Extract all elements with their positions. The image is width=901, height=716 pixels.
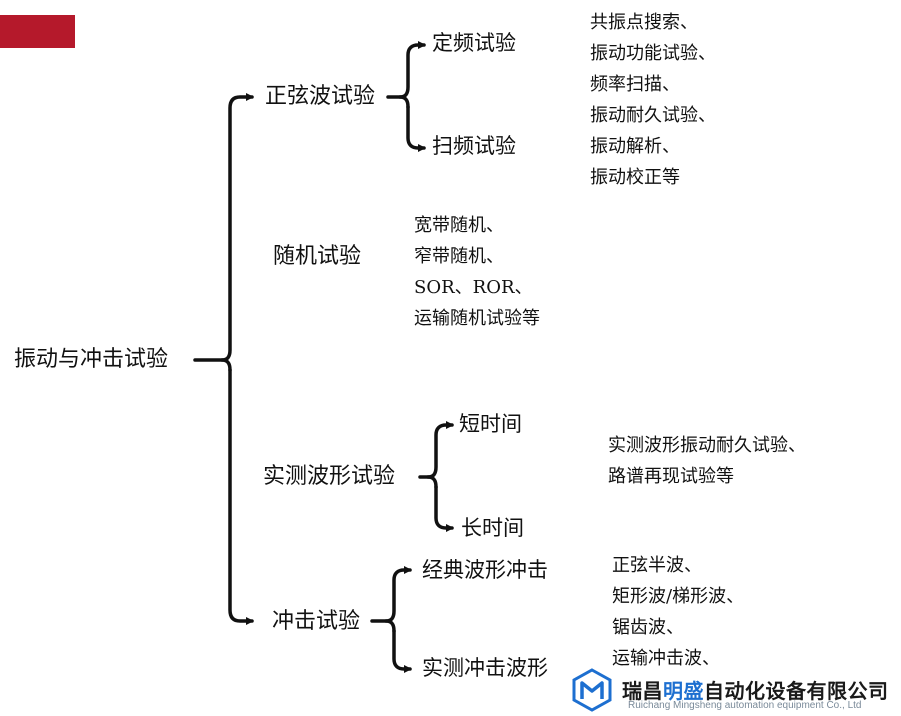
sub-short-label: 短时间: [459, 412, 522, 436]
note-shock: 正弦半波、 矩形波/梯形波、 锯齿波、 运输冲击波、: [612, 550, 744, 674]
company-name-highlight: 明盛: [663, 679, 704, 703]
sub-sweep-label: 扫频试验: [432, 134, 516, 158]
sub-classic-label: 经典波形冲击: [422, 558, 548, 582]
note-line: 宽带随机、: [414, 215, 504, 236]
main-bracket: [193, 93, 254, 362]
sub-fixed-label: 定频试验: [432, 31, 516, 55]
note-line: 实测波形振动耐久试验、: [608, 435, 806, 456]
note-line: 窄带随机、: [414, 246, 504, 267]
note-line: 振动功能试验、: [590, 43, 716, 64]
company-name-cn: 瑞昌明盛自动化设备有限公司: [622, 675, 889, 704]
company-name-suffix: 自动化设备有限公司: [704, 679, 889, 703]
sub-long-label: 长时间: [461, 516, 524, 540]
note-line: 振动解析、: [590, 136, 680, 157]
note-line: 振动校正等: [590, 167, 680, 188]
note-sine: 共振点搜索、 振动功能试验、 频率扫描、 振动耐久试验、 振动解析、 振动校正等: [590, 7, 716, 193]
note-random: 宽带随机、 窄带随机、 SOR、ROR、 运输随机试验等: [414, 210, 540, 334]
shock-bracket: [370, 566, 412, 623]
note-line: 频率扫描、: [590, 74, 680, 95]
company-name-prefix: 瑞昌: [622, 679, 663, 703]
branch-measured-label: 实测波形试验: [263, 464, 396, 489]
sine-bracket: [386, 41, 426, 99]
sub-measured-shock-label: 实测冲击波形: [422, 656, 548, 680]
branch-random-label: 随机试验: [273, 244, 362, 269]
note-line: 运输冲击波、: [612, 648, 720, 669]
branch-sine-label: 正弦波试验: [265, 84, 376, 109]
note-line: 锯齿波、: [612, 617, 684, 638]
note-line: SOR、ROR、: [414, 277, 533, 298]
note-measured: 实测波形振动耐久试验、 路谱再现试验等: [608, 430, 806, 492]
note-line: 运输随机试验等: [414, 308, 540, 329]
note-line: 矩形波/梯形波、: [612, 586, 745, 607]
header-accent-bar: [0, 15, 75, 48]
note-line: 路谱再现试验等: [608, 466, 734, 487]
branch-shock-label: 冲击试验: [272, 609, 361, 634]
note-line: 正弦半波、: [612, 555, 702, 576]
measured-bracket: [418, 421, 454, 479]
root-label: 振动与冲击试验: [14, 347, 169, 372]
logo-icon: [572, 668, 612, 712]
note-line: 振动耐久试验、: [590, 105, 716, 126]
company-name-en: Ruichang Mingsheng automation equipment …: [628, 700, 862, 711]
note-line: 共振点搜索、: [590, 12, 698, 33]
